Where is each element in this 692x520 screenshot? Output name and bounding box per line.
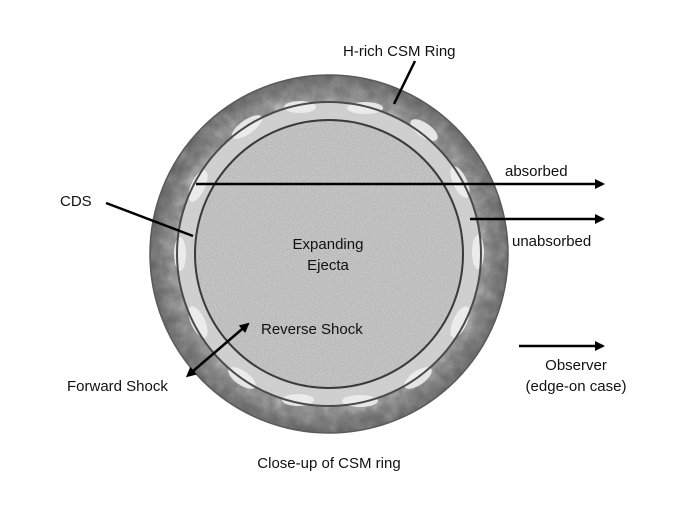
forward-shock-label: Forward Shock (67, 378, 168, 395)
unabsorbed-label: unabsorbed (512, 233, 591, 250)
cds-label: CDS (60, 193, 92, 210)
ejecta-label-line1: Expanding (293, 236, 364, 253)
csm-ring-pointer (392, 60, 417, 105)
ejecta-disk (194, 119, 464, 389)
ejecta-label-line2: Ejecta (307, 257, 349, 274)
shock-arrow (185, 322, 250, 378)
reverse-shock-label: Reverse Shock (261, 321, 363, 338)
csm-ring-label: H-rich CSM Ring (343, 43, 456, 60)
diagram-caption: Close-up of CSM ring (257, 455, 400, 472)
observer-label-line2: (edge-on case) (526, 378, 627, 395)
observer-label-line1: Observer (545, 357, 607, 374)
cds-pointer (105, 201, 194, 238)
absorbed-label: absorbed (505, 163, 568, 180)
